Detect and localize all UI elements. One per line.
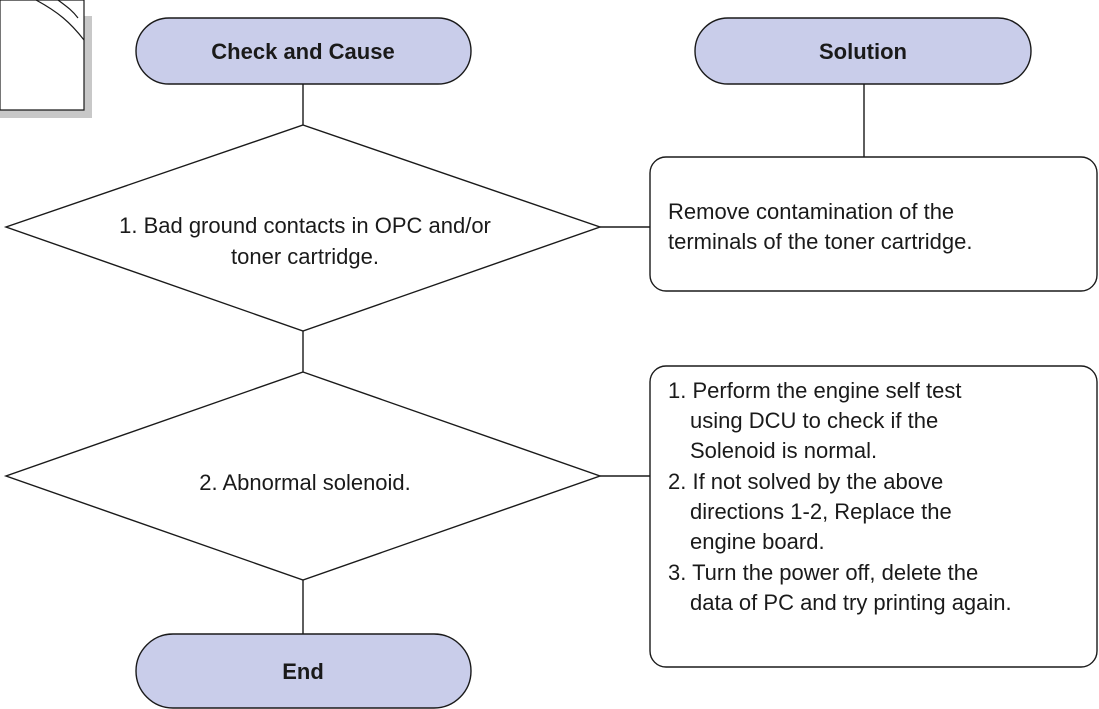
end-terminal: End: [135, 633, 472, 709]
decision-2: 2. Abnormal solenoid.: [3, 371, 603, 581]
solution-2-step-2-line-3: engine board.: [690, 529, 825, 554]
solution-2-step-2-line-2: directions 1-2, Replace the: [690, 499, 952, 524]
solution-terminal-label: Solution: [819, 39, 907, 64]
end-terminal-label: End: [282, 659, 324, 684]
solution-terminal: Solution: [694, 17, 1032, 85]
solution-2-step-1-line-3: Solenoid is normal.: [690, 438, 877, 463]
start-terminal-label: Check and Cause: [211, 39, 394, 64]
solution-1-line-2: terminals of the toner cartridge.: [668, 229, 972, 254]
decision-2-line-1: 2. Abnormal solenoid.: [199, 470, 411, 495]
start-terminal: Check and Cause: [135, 17, 472, 85]
solution-2-step-1-line-1: 1. Perform the engine self test: [668, 378, 962, 403]
solution-box-2: 1. Perform the engine self test using DC…: [649, 365, 1098, 668]
solution-1-line-1: Remove contamination of the: [668, 199, 954, 224]
decision-1: 1. Bad ground contacts in OPC and/or ton…: [3, 124, 603, 332]
decision-1-line-1: 1. Bad ground contacts in OPC and/or: [119, 213, 491, 238]
solution-2-step-3-line-1: 3. Turn the power off, delete the: [668, 560, 978, 585]
solution-2-step-3-line-2: data of PC and try printing again.: [690, 590, 1012, 615]
solution-box-1: Remove contamination of the terminals of…: [649, 156, 1098, 292]
solution-2-step-1-line-2: using DCU to check if the: [690, 408, 938, 433]
decision-1-line-2: toner cartridge.: [231, 244, 379, 269]
page-corner-illustration: [0, 0, 92, 118]
solution-2-step-2-line-1: 2. If not solved by the above: [668, 469, 943, 494]
connectors: [302, 84, 865, 634]
